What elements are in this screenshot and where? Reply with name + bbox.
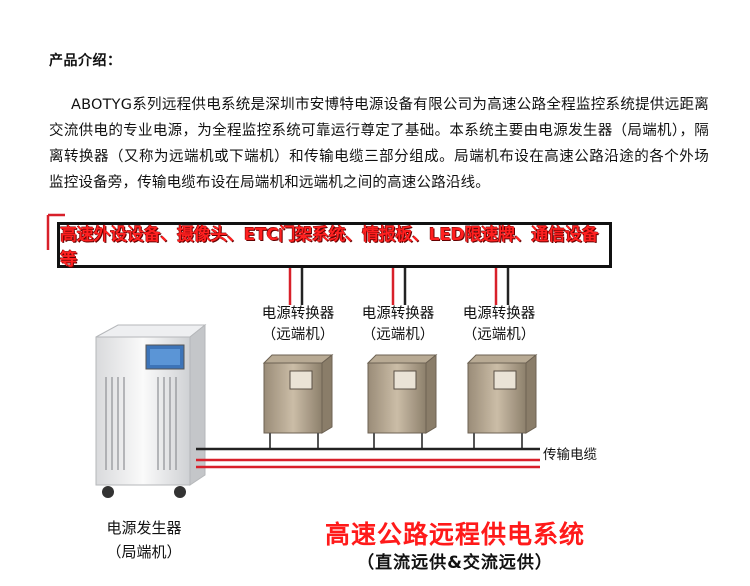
- converter-cabinet-1-image: [262, 353, 334, 449]
- generator-cabinet-image: [95, 323, 207, 498]
- system-title: 高速公路远程供电系统: [324, 520, 585, 549]
- converter-3-name: 电源转换器: [462, 306, 536, 322]
- system-diagram: 高速外设设备、摄像头、ETC门架系统、情报板、LED限速牌、通信设备等 电源转换…: [0, 205, 750, 586]
- converter-label-3: 电源转换器 （远端机）: [444, 304, 554, 346]
- converter-label-2: 电源转换器 （远端机）: [343, 304, 453, 346]
- equipment-banner: 高速外设设备、摄像头、ETC门架系统、情报板、LED限速牌、通信设备等: [57, 222, 612, 270]
- system-subtitle: （直流远供&交流远供）: [357, 553, 553, 573]
- converter-cabinet-3-image: [466, 353, 538, 449]
- cable-label: 传输电缆: [543, 447, 597, 463]
- converter-2-name: 电源转换器: [361, 306, 435, 322]
- intro-paragraph: ABOTYG系列远程供电系统是深圳市安博特电源设备有限公司为高速公路全程监控系统…: [49, 97, 709, 191]
- converter-label-1: 电源转换器 （远端机）: [243, 304, 353, 346]
- generator-sub: （局端机）: [106, 543, 182, 561]
- diagram-graphics: [46, 213, 540, 498]
- section-heading: 产品介绍：: [49, 53, 122, 69]
- generator-label: 电源发生器 （局端机）: [79, 516, 209, 564]
- equipment-banner-text: 高速外设设备、摄像头、ETC门架系统、情报板、LED限速牌、通信设备等: [60, 225, 599, 270]
- converter-2-sub: （远端机）: [361, 327, 435, 343]
- converter-3-sub: （远端机）: [462, 327, 536, 343]
- converter-cabinet-2-image: [366, 353, 438, 449]
- transmission-cable-lines: [196, 447, 540, 469]
- generator-name: 电源发生器: [106, 519, 182, 537]
- upper-wires: [288, 263, 510, 305]
- converter-1-name: 电源转换器: [261, 306, 335, 322]
- converter-1-sub: （远端机）: [261, 327, 335, 343]
